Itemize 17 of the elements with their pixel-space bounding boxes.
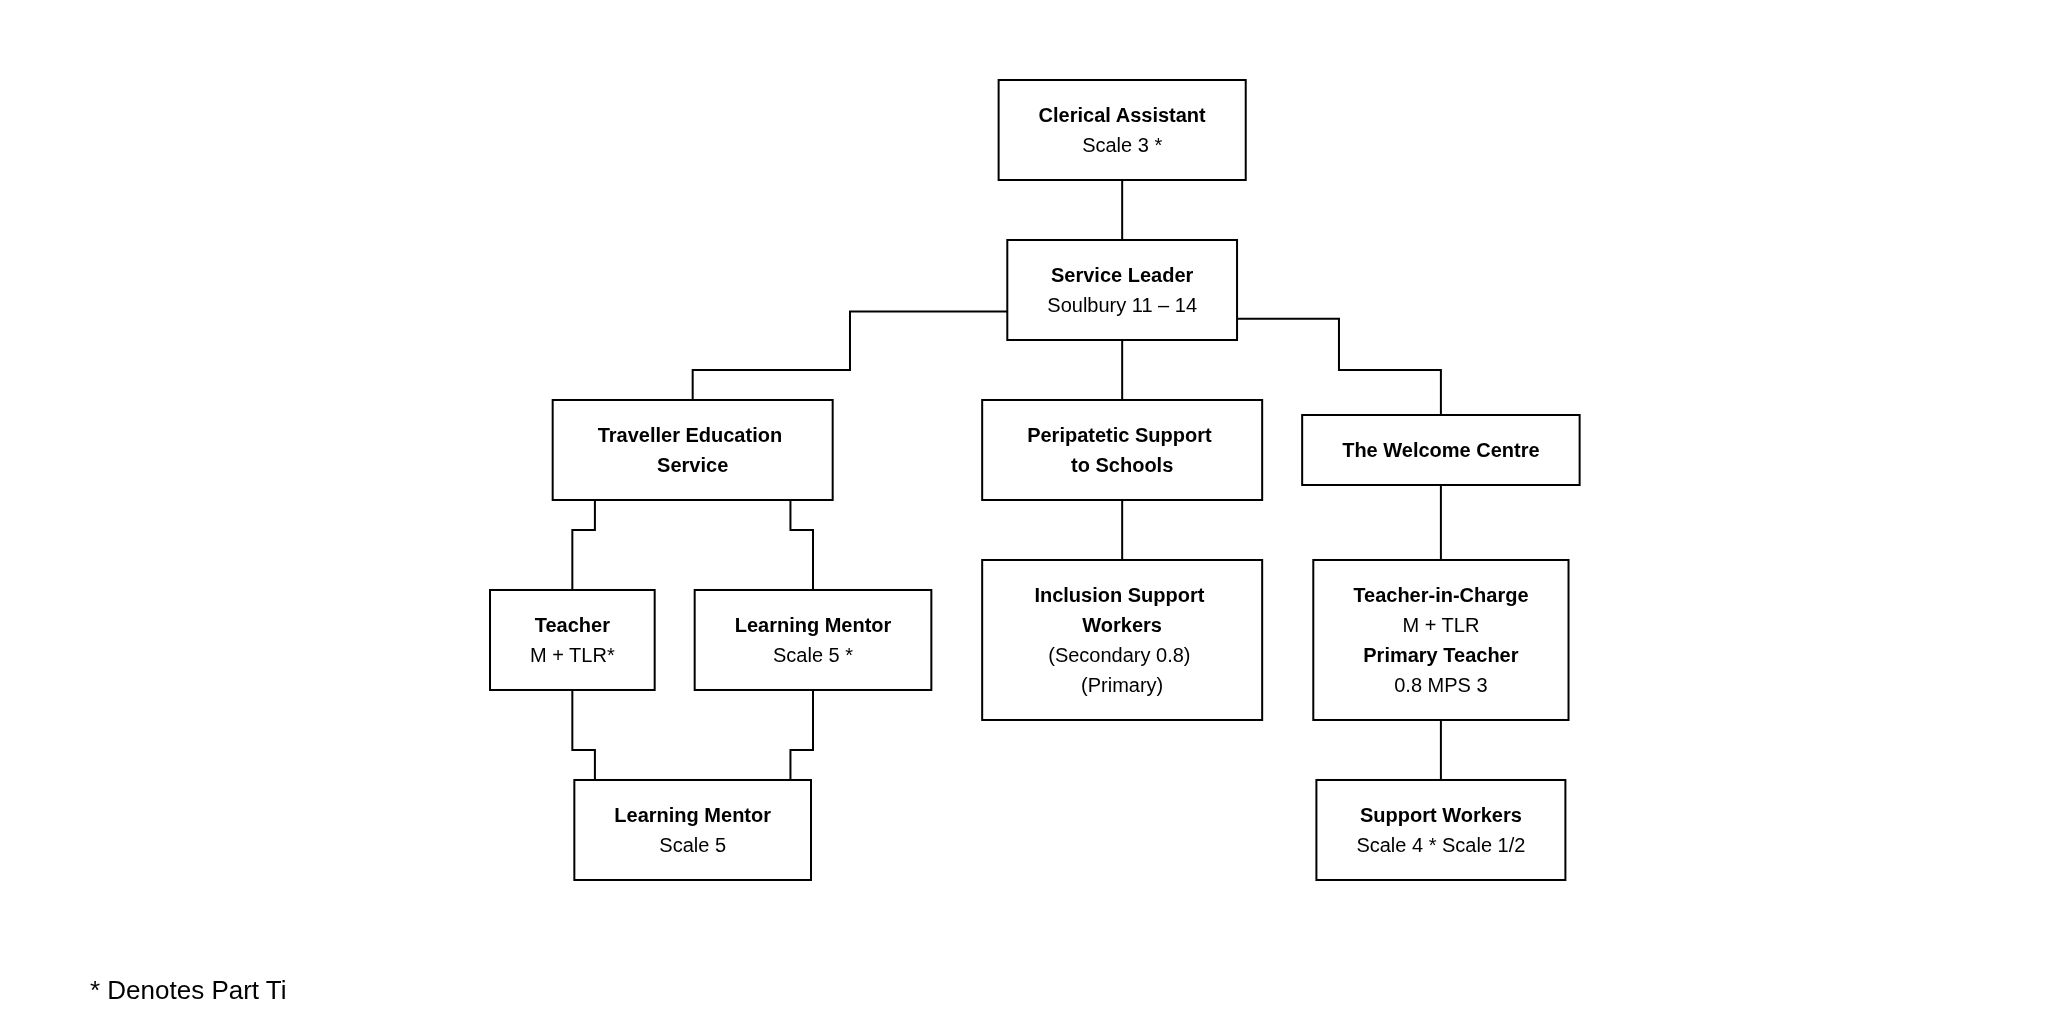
node-box: Service Leader Soulbury 11 – 14	[1005, 239, 1238, 341]
node-box: Clerical Assistant Scale 3 *	[997, 79, 1247, 181]
node-box: Inclusion Support Workers (Secondary 0.8) (Primary)	[980, 559, 1263, 721]
node-box: Teacher M + TLR*	[488, 589, 656, 691]
connector	[1120, 499, 1123, 561]
node-box: The Welcome Centre	[1300, 414, 1581, 486]
connector	[1439, 484, 1442, 561]
connector	[1439, 719, 1442, 781]
node-box: Peripatetic Support to Schools	[980, 399, 1263, 501]
node-box: Support Workers Scale 4 * Scale 1/2	[1315, 779, 1567, 881]
node-box: Teacher-in-Charge M + TLR Primary Teacher 0.8 MPS 3	[1311, 559, 1570, 721]
node-box: Learning Mentor Scale 5 *	[693, 589, 932, 691]
node-box: Traveller Education Service	[551, 399, 834, 501]
connector	[1120, 339, 1123, 401]
footnote: * Denotes Part Ti	[90, 975, 287, 1006]
connector	[1120, 179, 1123, 241]
node-box: Learning Mentor Scale 5	[573, 779, 812, 881]
